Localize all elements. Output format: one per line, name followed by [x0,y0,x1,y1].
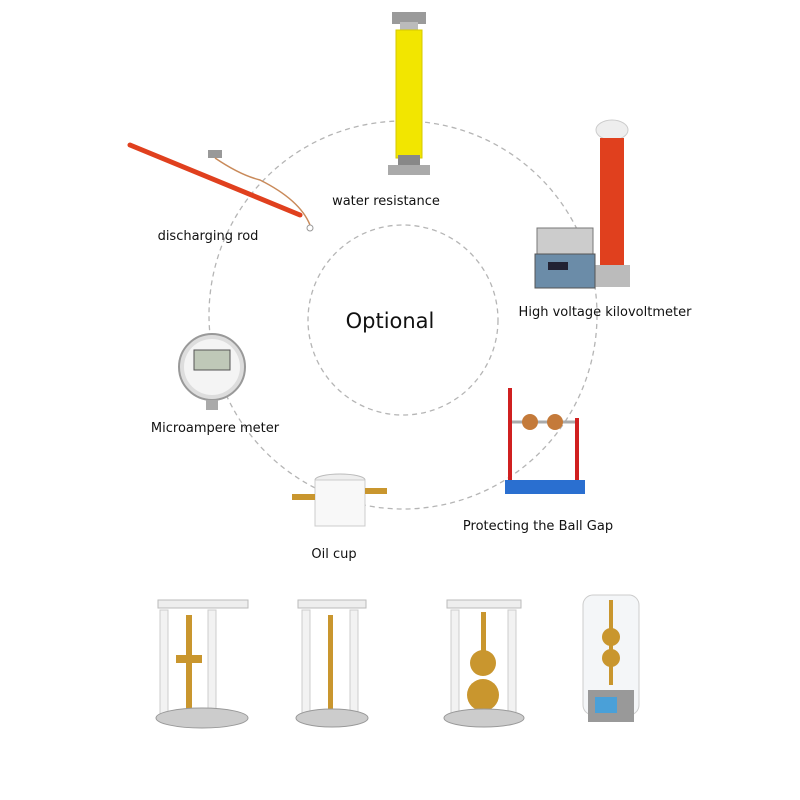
discharging-rod-icon [127,142,314,232]
ball-gap-device-3-icon [443,599,525,728]
label-microampere-meter: Microampere meter [150,421,280,436]
ball-gap-device-1-icon [155,599,249,729]
microampere-meter-icon [178,333,246,410]
center-title: Optional [345,309,435,333]
water-resistance-icon [388,12,430,175]
kilovoltmeter-icon [534,119,630,289]
label-ball-gap: Protecting the Ball Gap [462,519,614,534]
label-kilovoltmeter: High voltage kilovoltmeter [518,305,692,320]
ball-gap-device-2-icon [295,599,369,728]
oil-cup-icon [292,473,387,527]
label-discharging-rod: discharging rod [157,229,259,244]
ball-gap-device-4-icon [582,594,640,722]
ball-gap-icon [505,388,585,494]
label-water-resistance: water resistance [332,194,440,209]
inner-dashed-circle [307,224,499,416]
label-oil-cup: Oil cup [311,547,357,562]
